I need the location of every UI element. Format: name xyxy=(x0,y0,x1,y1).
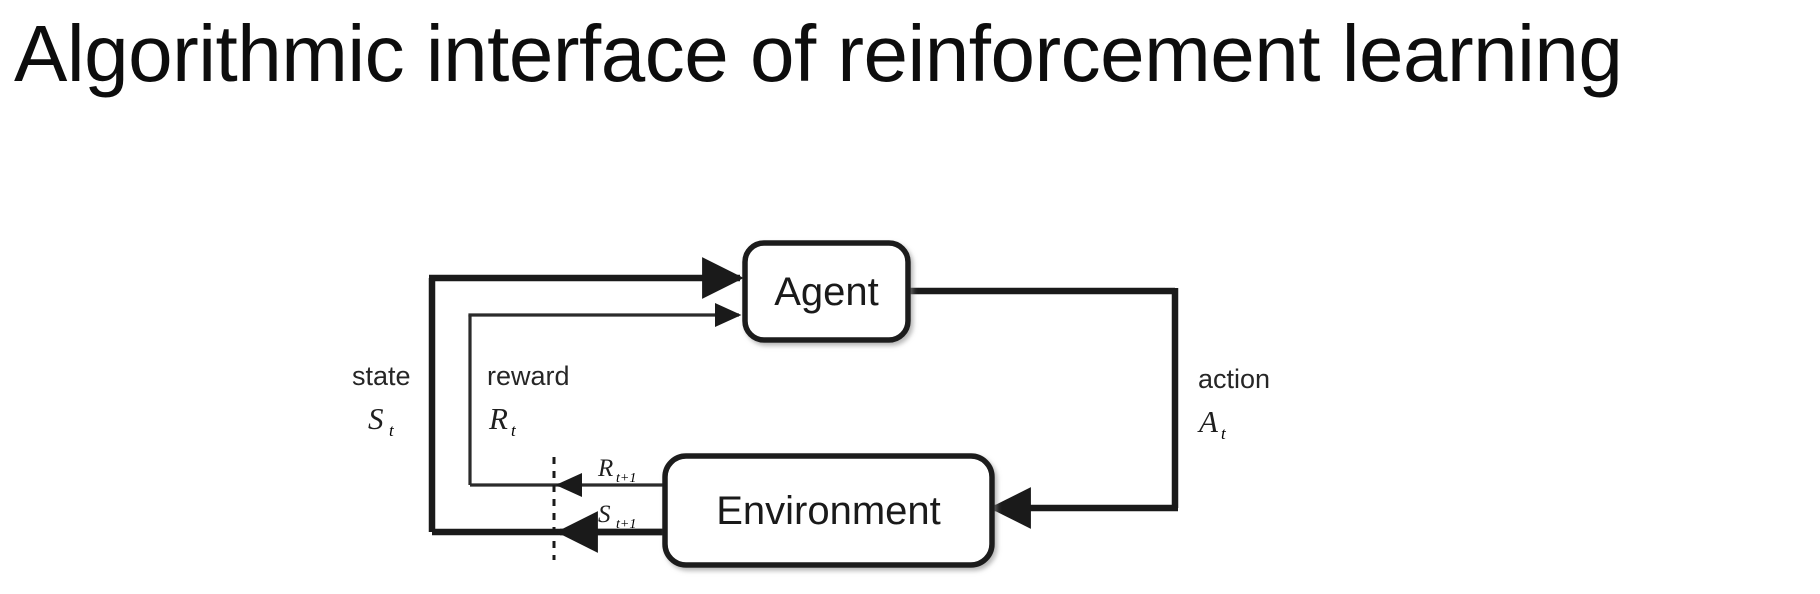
reward-edge-word-label: reward xyxy=(487,361,570,391)
action-edge-math-symbol: A xyxy=(1197,404,1219,439)
next-state-edge-math-symbol: S xyxy=(598,501,611,528)
node-agent-box[interactable] xyxy=(742,240,911,343)
state-edge-math-symbol: S xyxy=(368,401,384,436)
node-environment-box[interactable] xyxy=(662,453,995,568)
reward-edge-math-label: R t xyxy=(488,401,517,440)
next-state-edge-math-label: S t+1 xyxy=(598,501,636,532)
state-edge-math-subscript: t xyxy=(389,421,395,440)
node-agent-label: Agent xyxy=(774,270,879,314)
next-reward-edge-math-subscript: t+1 xyxy=(616,471,636,486)
next-reward-edge-math-label: R t+1 xyxy=(597,455,636,486)
state-edge-word-label: state xyxy=(352,361,411,391)
node-environment[interactable]: Environment xyxy=(662,453,995,568)
state-edge-math-label: S t xyxy=(368,401,395,440)
reward-edge-math-symbol: R xyxy=(488,401,508,436)
action-edge-word-label: action xyxy=(1198,364,1270,394)
page-title: Algorithmic interface of reinforcement l… xyxy=(14,9,1623,98)
reward-edge-math-subscript: t xyxy=(511,421,517,440)
node-environment-label: Environment xyxy=(716,489,941,533)
action-edge-math-label: A t xyxy=(1197,404,1227,443)
next-reward-edge-math-symbol: R xyxy=(597,455,613,482)
action-edge-math-subscript: t xyxy=(1221,424,1227,443)
node-agent[interactable]: Agent xyxy=(742,240,911,343)
next-state-edge-math-subscript: t+1 xyxy=(616,517,636,532)
